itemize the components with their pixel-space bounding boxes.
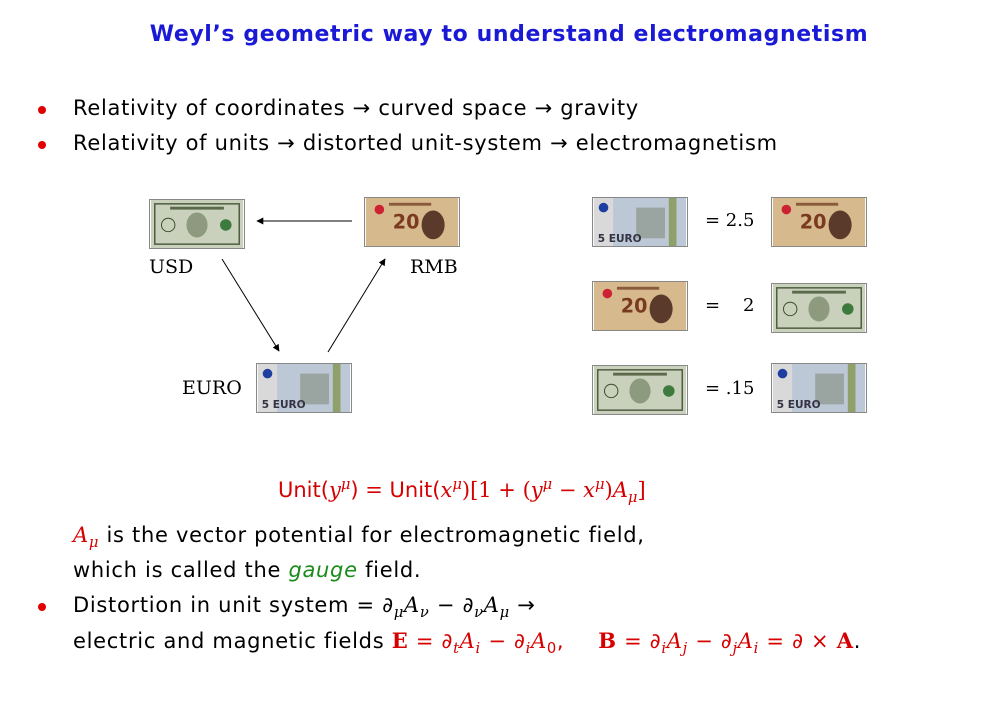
- slide-title: Weyl’s geometric way to understand elect…: [149, 22, 869, 47]
- svg-text:20: 20: [800, 211, 827, 234]
- svg-text:5 EURO: 5 EURO: [262, 399, 306, 411]
- unit-transformation-formula: Unit(yμ) = Unit(xμ)[1 + (yμ − xμ)Aμ]: [278, 476, 646, 507]
- euro-banknote-icon: 5 EURO: [592, 197, 688, 247]
- field-equations-line: electric and magnetic fields E = ∂tAi − …: [73, 628, 862, 658]
- svg-text:20: 20: [393, 211, 420, 234]
- rate-rmb-usd: = 2: [705, 295, 755, 316]
- euro-label: EURO: [182, 377, 242, 399]
- vector-potential-line: Aμ is the vector potential for electroma…: [73, 523, 645, 552]
- rate-euro-rmb: = 2.5: [705, 210, 755, 231]
- rmb-banknote-icon: 20: [364, 197, 460, 247]
- rate-usd-euro: = .15: [705, 378, 755, 399]
- rmb-banknote-icon: 20: [771, 197, 867, 247]
- distortion-line: Distortion in unit system = ∂μAν − ∂νAμ …: [73, 593, 536, 622]
- bullet-coordinates: Relativity of coordinates → curved space…: [73, 96, 639, 120]
- rmb-label: RMB: [410, 256, 458, 278]
- svg-text:20: 20: [621, 295, 648, 318]
- usd-label: USD: [149, 256, 194, 278]
- rmb-banknote-icon: 20: [592, 281, 688, 331]
- gauge-field-line: which is called the gauge field.: [73, 558, 422, 582]
- bullet-units: Relativity of units → distorted unit-sys…: [73, 131, 778, 155]
- svg-text:5 EURO: 5 EURO: [777, 399, 821, 411]
- svg-text:5 EURO: 5 EURO: [598, 233, 642, 245]
- bullet-icon: [38, 106, 46, 114]
- euro-banknote-icon: 5 EURO: [771, 363, 867, 413]
- usd-banknote-icon: [592, 365, 688, 415]
- bullet-icon: [38, 603, 46, 611]
- usd-banknote-icon: [771, 283, 867, 333]
- euro-banknote-icon: 5 EURO: [256, 363, 352, 413]
- usd-banknote-icon: [149, 199, 245, 249]
- bullet-icon: [38, 141, 46, 149]
